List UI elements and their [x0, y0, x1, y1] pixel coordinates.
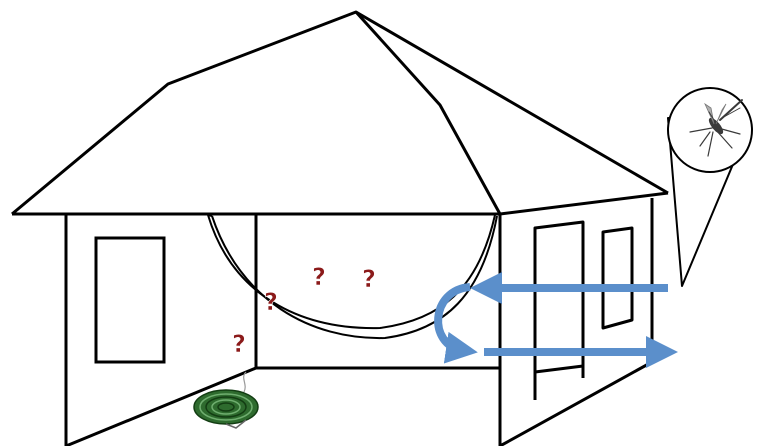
question-mark: ? — [232, 330, 246, 358]
question-marks: ? ? ? ? — [232, 263, 376, 358]
question-mark: ? — [362, 265, 376, 293]
side-window — [603, 228, 632, 328]
question-mark: ? — [264, 288, 278, 316]
side-door — [535, 222, 583, 400]
roof — [12, 12, 668, 214]
left-window — [96, 238, 164, 362]
airflow-arrows-icon — [438, 287, 668, 352]
house-walls — [66, 198, 652, 446]
question-mark: ? — [312, 263, 326, 291]
mosquito-callout — [668, 88, 752, 286]
hammock — [208, 215, 497, 338]
